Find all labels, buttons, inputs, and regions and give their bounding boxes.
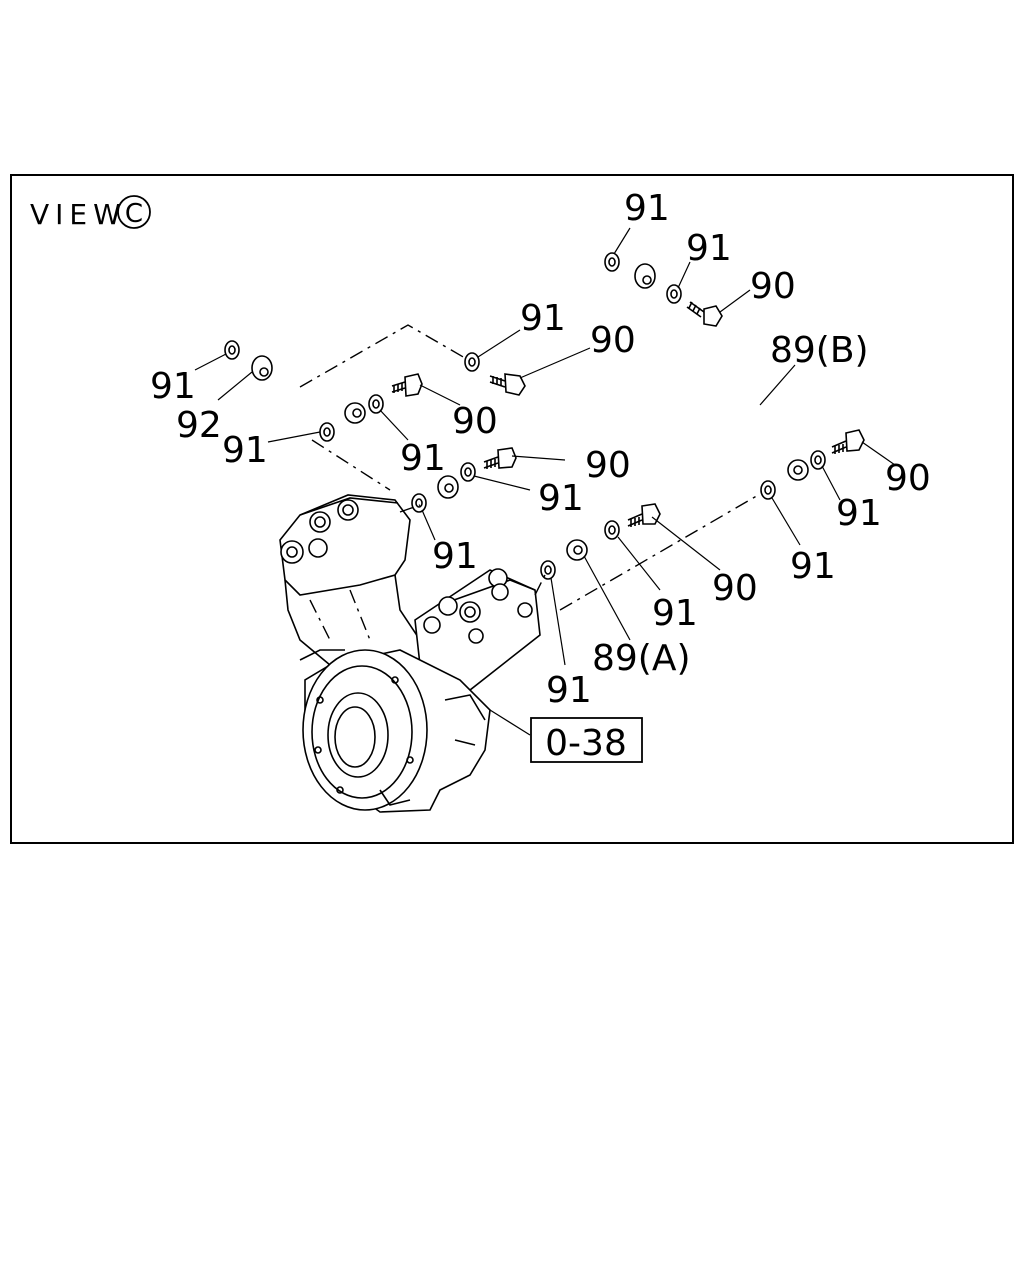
- callout-91-top: 91: [624, 188, 670, 229]
- assembly-center-lines: [299, 324, 761, 641]
- callout-91: 91: [546, 670, 592, 711]
- callout-91: 91: [520, 298, 566, 339]
- callout-89b: 89(B): [770, 330, 869, 371]
- callout-91: 91: [150, 366, 196, 407]
- callout-labels: 91 91 90 89(B) 91 90 91 92 91 90 91 90 9…: [150, 188, 931, 711]
- pipe-92: [251, 355, 366, 424]
- callout-90: 90: [452, 401, 498, 442]
- washers: [224, 252, 826, 580]
- callout-91: 91: [686, 228, 732, 269]
- callout-91: 91: [222, 430, 268, 471]
- callout-91: 91: [790, 546, 836, 587]
- reference-box: 0-38: [530, 717, 643, 764]
- pipe-89b: [634, 263, 809, 481]
- svg-text:C: C: [125, 199, 143, 229]
- callout-91: 91: [538, 478, 584, 519]
- leader-lines: [194, 227, 896, 736]
- callout-92: 92: [176, 405, 222, 446]
- callout-90: 90: [585, 445, 631, 486]
- reference-label: 0-38: [545, 723, 627, 764]
- callout-91: 91: [432, 536, 478, 577]
- compressor-assembly: [279, 494, 541, 813]
- view-label: VIEW: [30, 198, 127, 231]
- view-circle-icon: C: [117, 195, 151, 229]
- callout-89a: 89(A): [592, 638, 691, 679]
- bolts: [391, 301, 865, 527]
- callout-91: 91: [400, 438, 446, 479]
- callout-90: 90: [590, 320, 636, 361]
- diagram-frame: [10, 174, 1014, 844]
- callout-90: 90: [885, 458, 931, 499]
- callout-91: 91: [836, 493, 882, 534]
- callout-90: 90: [712, 568, 758, 609]
- callout-91: 91: [652, 593, 698, 634]
- pipe-89a: [437, 475, 588, 561]
- callout-90: 90: [750, 266, 796, 307]
